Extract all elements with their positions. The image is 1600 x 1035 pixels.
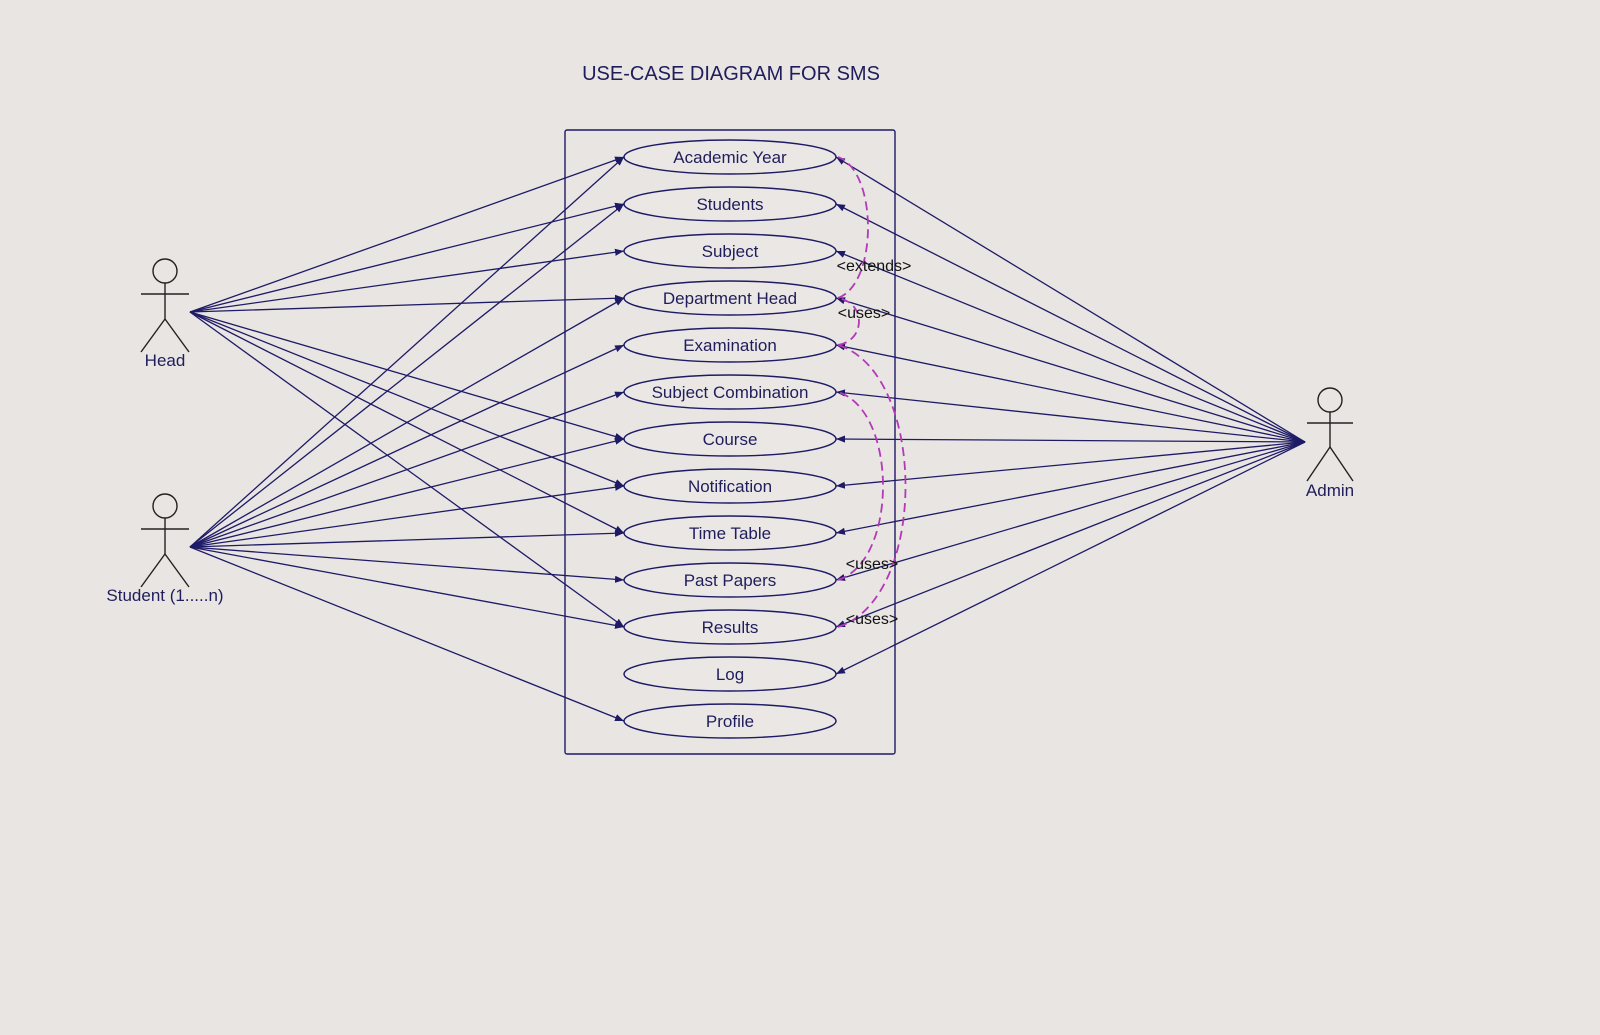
use-case-department-head[interactable]: Department Head bbox=[623, 280, 837, 316]
use-case-label: Course bbox=[703, 430, 758, 449]
use-case-notification[interactable]: Notification bbox=[623, 468, 837, 504]
admin-figure-head bbox=[1317, 387, 1343, 413]
use-case-ellipse bbox=[623, 233, 837, 269]
association-student-examination bbox=[189, 344, 625, 548]
actor-head-label: Head bbox=[145, 351, 186, 370]
use-case-ellipse bbox=[623, 421, 837, 457]
head-figure-head bbox=[152, 258, 178, 284]
use-case-ellipse bbox=[623, 280, 837, 316]
use-case-ellipse bbox=[623, 562, 837, 598]
relationship-label: <uses> bbox=[846, 611, 898, 628]
relationship-label: <uses> bbox=[838, 305, 890, 322]
use-case-label: Students bbox=[696, 195, 763, 214]
use-case-profile[interactable]: Profile bbox=[623, 703, 837, 739]
association-head-subject bbox=[189, 248, 625, 313]
actor-admin-label: Admin bbox=[1306, 481, 1354, 500]
use-case-label: Results bbox=[702, 618, 759, 637]
association-student-past-papers bbox=[189, 546, 625, 583]
association-student-subject-combination bbox=[189, 391, 625, 548]
use-case-label: Academic Year bbox=[673, 148, 787, 167]
association-student-time-table bbox=[189, 529, 625, 548]
association-admin-department-head bbox=[835, 297, 1306, 443]
student-figure-head bbox=[152, 493, 178, 519]
association-admin-past-papers bbox=[835, 441, 1306, 581]
use-case-label: Subject Combination bbox=[652, 383, 809, 402]
use-case-label: Past Papers bbox=[684, 571, 777, 590]
association-student-students bbox=[189, 203, 625, 548]
use-case-ellipse bbox=[623, 703, 837, 739]
association-admin-students bbox=[835, 203, 1306, 443]
use-case-ellipse bbox=[623, 609, 837, 645]
use-case-label: Subject bbox=[702, 242, 759, 261]
relationship-label: <uses> bbox=[846, 556, 898, 573]
head-figure-leg-left bbox=[140, 318, 166, 353]
association-admin-academic-year bbox=[835, 156, 1306, 443]
dependency-department-head-to-academic-year bbox=[837, 156, 869, 299]
use-case-course[interactable]: Course bbox=[623, 421, 837, 457]
admin-figure-leg-right bbox=[1329, 446, 1354, 482]
use-case-ellipse bbox=[623, 327, 837, 363]
use-case-label: Notification bbox=[688, 477, 772, 496]
relationship-label: <extends> bbox=[837, 258, 912, 275]
association-student-department-head bbox=[189, 297, 625, 548]
association-head-academic-year bbox=[189, 156, 625, 313]
actor-admin[interactable]: Admin bbox=[1306, 387, 1354, 500]
association-admin-time-table bbox=[835, 441, 1306, 535]
association-admin-log bbox=[835, 441, 1306, 675]
use-case-label: Log bbox=[716, 665, 744, 684]
actor-student[interactable]: Student (1.....n) bbox=[106, 493, 224, 605]
association-student-results bbox=[189, 546, 625, 629]
student-figure-leg-right bbox=[164, 553, 190, 588]
use-case-label: Examination bbox=[683, 336, 777, 355]
use-case-examination[interactable]: Examination bbox=[623, 327, 837, 363]
actor-student-label: Student (1.....n) bbox=[106, 586, 223, 605]
association-head-students bbox=[189, 202, 625, 313]
association-student-academic-year bbox=[189, 156, 625, 548]
association-head-department-head bbox=[189, 294, 625, 313]
use-case-log[interactable]: Log bbox=[623, 656, 837, 692]
association-admin-results bbox=[835, 441, 1306, 628]
association-head-notification bbox=[189, 311, 625, 487]
use-case-ellipse bbox=[623, 139, 837, 175]
use-case-academic-year[interactable]: Academic Year bbox=[623, 139, 837, 175]
use-case-students[interactable]: Students bbox=[623, 186, 837, 222]
use-case-label: Department Head bbox=[663, 289, 797, 308]
use-case-ellipse bbox=[623, 468, 837, 504]
association-student-notification bbox=[189, 483, 625, 548]
use-case-ellipse bbox=[623, 186, 837, 222]
actor-head[interactable]: Head bbox=[140, 258, 190, 370]
use-case-ellipse bbox=[623, 374, 837, 410]
diagram-title: USE-CASE DIAGRAM FOR SMS bbox=[582, 63, 880, 85]
association-lines bbox=[189, 156, 1306, 722]
use-case-past-papers[interactable]: Past Papers bbox=[623, 562, 837, 598]
association-admin-subject bbox=[835, 250, 1306, 443]
association-student-profile bbox=[189, 546, 625, 722]
use-case-time-table[interactable]: Time Table bbox=[623, 515, 837, 551]
relationship-labels: <extends> <uses> <uses> <uses> bbox=[837, 258, 912, 628]
use-case-subject[interactable]: Subject bbox=[623, 233, 837, 269]
system-boundary bbox=[564, 129, 896, 755]
dependency-examination-to-department-head bbox=[837, 297, 860, 346]
admin-figure-leg-left bbox=[1306, 446, 1331, 482]
use-case-ellipse bbox=[623, 656, 837, 692]
association-admin-examination bbox=[835, 343, 1306, 443]
use-case-label: Profile bbox=[706, 712, 754, 731]
association-admin-course bbox=[835, 435, 1306, 443]
use-case-results[interactable]: Results bbox=[623, 609, 837, 645]
association-student-course bbox=[189, 437, 625, 548]
dependency-arcs bbox=[837, 156, 907, 628]
student-figure-leg-left bbox=[140, 553, 166, 588]
use-case-ellipse bbox=[623, 515, 837, 551]
association-admin-notification bbox=[835, 441, 1306, 489]
head-figure-leg-right bbox=[164, 318, 190, 353]
use-case-label: Time Table bbox=[689, 524, 771, 543]
dependency-past-papers-to-subject-combination bbox=[837, 391, 884, 581]
association-admin-subject-combination bbox=[835, 389, 1306, 443]
use-case-subject-combination[interactable]: Subject Combination bbox=[623, 374, 837, 410]
